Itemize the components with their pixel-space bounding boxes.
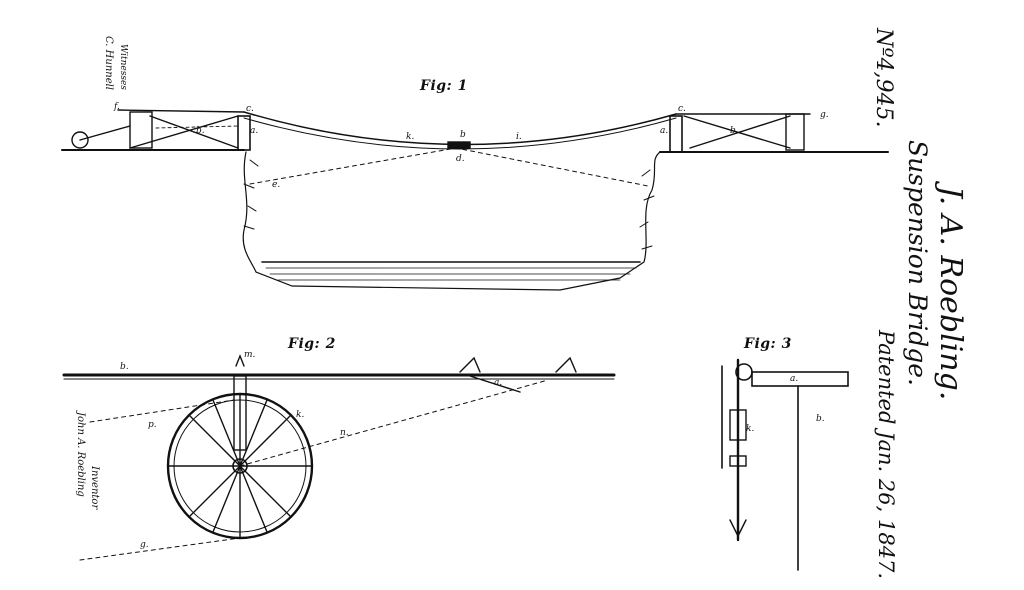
fig1-label-i: i. bbox=[516, 132, 522, 142]
fig3-title: Fig: 3 bbox=[744, 336, 792, 352]
patent-number: Nº4,945. bbox=[871, 28, 896, 128]
inventor-name: J. A. Roebling. bbox=[933, 186, 968, 401]
fig3-drawing bbox=[721, 358, 849, 571]
invention-title: Suspension Bridge. bbox=[903, 140, 932, 386]
fig1-label-a-left: a. bbox=[250, 126, 259, 136]
witness-signature: C. Hunnell bbox=[103, 36, 114, 91]
inventor-heading: Inventor bbox=[89, 466, 100, 510]
fig2-title: Fig: 2 bbox=[288, 336, 336, 352]
fig2-label-g: g. bbox=[140, 540, 149, 550]
fig1-label-a-right: a. bbox=[660, 126, 669, 136]
fig1-label-c-right: c. bbox=[678, 104, 686, 114]
fig3-label-a: a. bbox=[790, 374, 799, 384]
fig1-label-g: g. bbox=[820, 110, 829, 120]
fig2-label-b: b. bbox=[120, 362, 129, 372]
fig1-label-b-right: b. bbox=[730, 126, 739, 136]
fig3-label-k: k. bbox=[746, 424, 755, 434]
fig3-label-b: b. bbox=[816, 414, 825, 424]
fig1-label-b-mid: b bbox=[460, 130, 466, 140]
fig1-label-e: e. bbox=[272, 180, 281, 190]
fig1-label-b-left: b. bbox=[196, 126, 205, 136]
fig2-drawing bbox=[62, 354, 616, 561]
fig2-label-n: n. bbox=[340, 428, 349, 438]
fig2-label-p: p. bbox=[148, 420, 157, 430]
fig1-label-c-left: c. bbox=[246, 104, 254, 114]
fig1-label-k: k. bbox=[406, 132, 415, 142]
patent-date: Patented Jan. 26, 1847. bbox=[874, 330, 898, 580]
witness-heading: Witnesses bbox=[118, 44, 128, 90]
inventor-signature: John A. Roebling bbox=[75, 412, 86, 497]
fig2-label-m: m. bbox=[244, 350, 256, 360]
fig2-label-k: k. bbox=[296, 410, 305, 420]
fig2-label-a: a. bbox=[494, 378, 503, 388]
fig1-drawing bbox=[61, 109, 889, 291]
fig1-label-f: f. bbox=[114, 102, 120, 112]
fig1-title: Fig: 1 bbox=[420, 78, 468, 94]
fig1-label-d: d. bbox=[456, 154, 465, 164]
